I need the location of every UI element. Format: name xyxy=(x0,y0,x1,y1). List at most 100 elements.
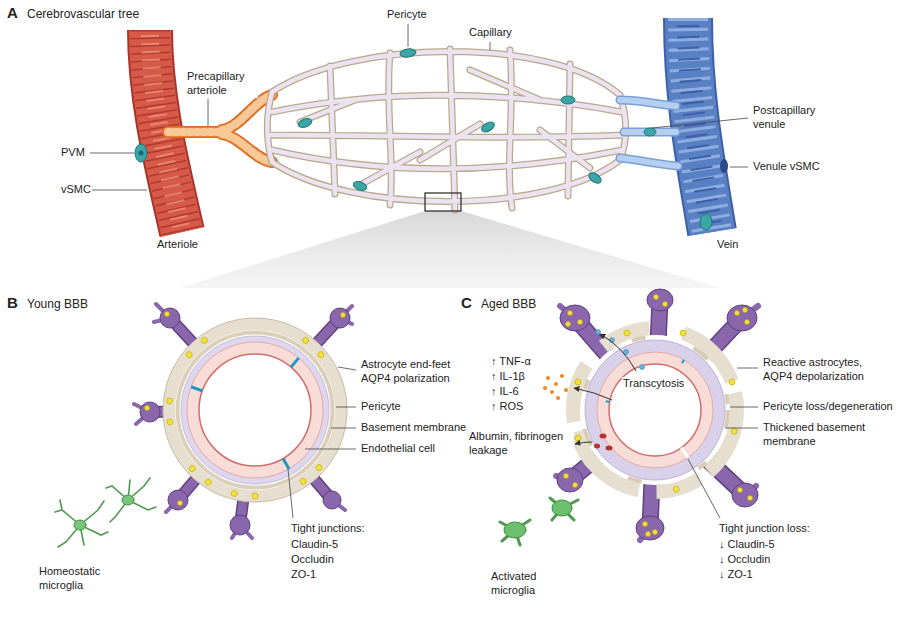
pericyte-cells xyxy=(297,117,313,129)
astrocyte-processes xyxy=(134,304,352,538)
pericyte-cells xyxy=(700,214,712,230)
zoom-box xyxy=(425,193,461,211)
astrocyte-bodies xyxy=(140,308,350,535)
aqp4-channels xyxy=(145,312,346,506)
tight-junctions xyxy=(191,358,299,469)
cytokines xyxy=(560,374,564,378)
vein xyxy=(688,18,712,232)
vessel-cross-section-young xyxy=(178,333,333,488)
vessel-cross-section-aged xyxy=(580,335,730,485)
tight-junctions xyxy=(283,458,289,468)
astrocyte-bodies xyxy=(160,308,180,328)
aqp4-channels xyxy=(315,463,323,471)
structure-label: Basement membrane xyxy=(360,421,467,435)
structure-label: Pericyte loss/degeneration xyxy=(762,400,894,414)
activated-microglia xyxy=(552,500,572,516)
astrocyte-bodies xyxy=(330,308,350,328)
leader-lines xyxy=(730,167,748,168)
venule-smooth-muscle xyxy=(720,159,728,173)
aqp4-channels-dispersed xyxy=(574,434,582,442)
albumin-leakage xyxy=(606,446,613,451)
structure-label: Venule vSMC xyxy=(752,160,821,174)
cytokine-label: ↑ ROS xyxy=(490,400,524,414)
aqp4-channels-dispersed xyxy=(748,496,753,501)
precapillary-arteriole xyxy=(168,95,272,162)
reactive-astrocyte-bodies xyxy=(557,468,583,492)
pericyte-cells xyxy=(352,180,368,192)
activated-microglia xyxy=(504,522,526,538)
pericyte-cells xyxy=(644,128,656,136)
cytokines xyxy=(550,390,554,394)
aqp4-channels xyxy=(188,464,196,472)
zoom-wedge xyxy=(180,211,720,288)
aqp4-channels-dispersed xyxy=(646,532,651,537)
vessel-cross-section-aged xyxy=(597,352,713,468)
albumin-leakage xyxy=(594,444,600,449)
cytokines xyxy=(554,382,558,386)
leader-lines xyxy=(652,118,748,128)
pericyte-cells xyxy=(480,120,496,134)
activated-microglia xyxy=(500,498,578,545)
broken-tight-junctions xyxy=(606,400,610,403)
marker-label: Occludin xyxy=(290,553,335,567)
tight-junctions xyxy=(291,358,299,367)
vessel-cross-section-young xyxy=(187,342,323,478)
leader-lines xyxy=(208,99,209,126)
postcapillary-venule xyxy=(620,100,678,166)
homeostatic-microglia xyxy=(122,495,134,505)
aqp4-channels-dispersed xyxy=(735,311,740,316)
aqp4-channels xyxy=(166,419,173,426)
astrocyte-processes xyxy=(134,304,352,538)
astrocyte-bodies xyxy=(140,402,160,422)
panel-letter: B xyxy=(6,294,19,313)
vessel-cross-section-aged xyxy=(573,328,737,492)
reactive-astrocyte-bodies xyxy=(636,516,664,540)
aqp4-channels-dispersed xyxy=(653,530,658,535)
precapillary-arteriole xyxy=(168,95,272,162)
structure-label: Astrocyte end-feet AQP4 polarization xyxy=(360,358,466,386)
marker-label: ↓ ZO-1 xyxy=(718,568,754,582)
structure-label: Pericyte xyxy=(360,400,402,414)
aqp4-channels xyxy=(165,312,170,317)
aqp4-channels-dispersed xyxy=(623,329,631,337)
astrocyte-bodies xyxy=(230,515,250,535)
reactive-astrocyte-processes xyxy=(570,300,745,528)
aqp4-channels-dispersed xyxy=(731,428,738,435)
aqp4-channels xyxy=(200,336,208,344)
structure-label: Capillary xyxy=(468,26,513,40)
aqp4-channels-dispersed xyxy=(679,329,687,337)
leader-lines xyxy=(90,24,748,190)
leader-lines xyxy=(730,407,758,408)
structure-label: vSMC xyxy=(60,183,92,197)
homeostatic-microglia xyxy=(55,478,156,547)
structure-label: PVM xyxy=(60,146,86,160)
aqp4-channels xyxy=(178,501,183,506)
marker-heading: Tight junction loss: xyxy=(718,522,811,536)
pericyte-cells xyxy=(561,96,575,104)
marker-heading: Tight junctions: xyxy=(290,522,366,536)
capillary-network xyxy=(268,49,627,210)
venule-smooth-muscle xyxy=(720,159,728,173)
vessel-cross-section-aged xyxy=(609,364,701,456)
aqp4-channels-dispersed xyxy=(564,474,569,479)
cytokines xyxy=(543,386,547,390)
postcapillary-venule xyxy=(620,100,678,166)
aqp4-channels-dispersed xyxy=(643,522,648,527)
vein xyxy=(688,18,712,232)
vein xyxy=(688,18,712,232)
aqp4-channels-dispersed xyxy=(573,483,578,488)
leader-lines xyxy=(688,459,720,518)
leakage-arrow xyxy=(575,442,592,444)
process-label: Albumin, fibrinogen leakage xyxy=(468,430,574,458)
aqp4-channels xyxy=(299,477,307,485)
cytokine-arrow xyxy=(574,388,612,400)
broken-tight-junctions xyxy=(682,360,684,363)
reactive-astrocyte-processes xyxy=(556,300,758,540)
panel-title: Cerebrovascular tree xyxy=(26,7,140,22)
aqp4-channels xyxy=(317,350,325,358)
albumin-leakage xyxy=(594,434,613,451)
structure-label: Precapillary arteriole xyxy=(186,70,258,98)
structure-label: Homeostatic microglia xyxy=(38,565,114,593)
aqp4-channels xyxy=(231,490,238,497)
precapillary-arteriole xyxy=(168,95,272,162)
